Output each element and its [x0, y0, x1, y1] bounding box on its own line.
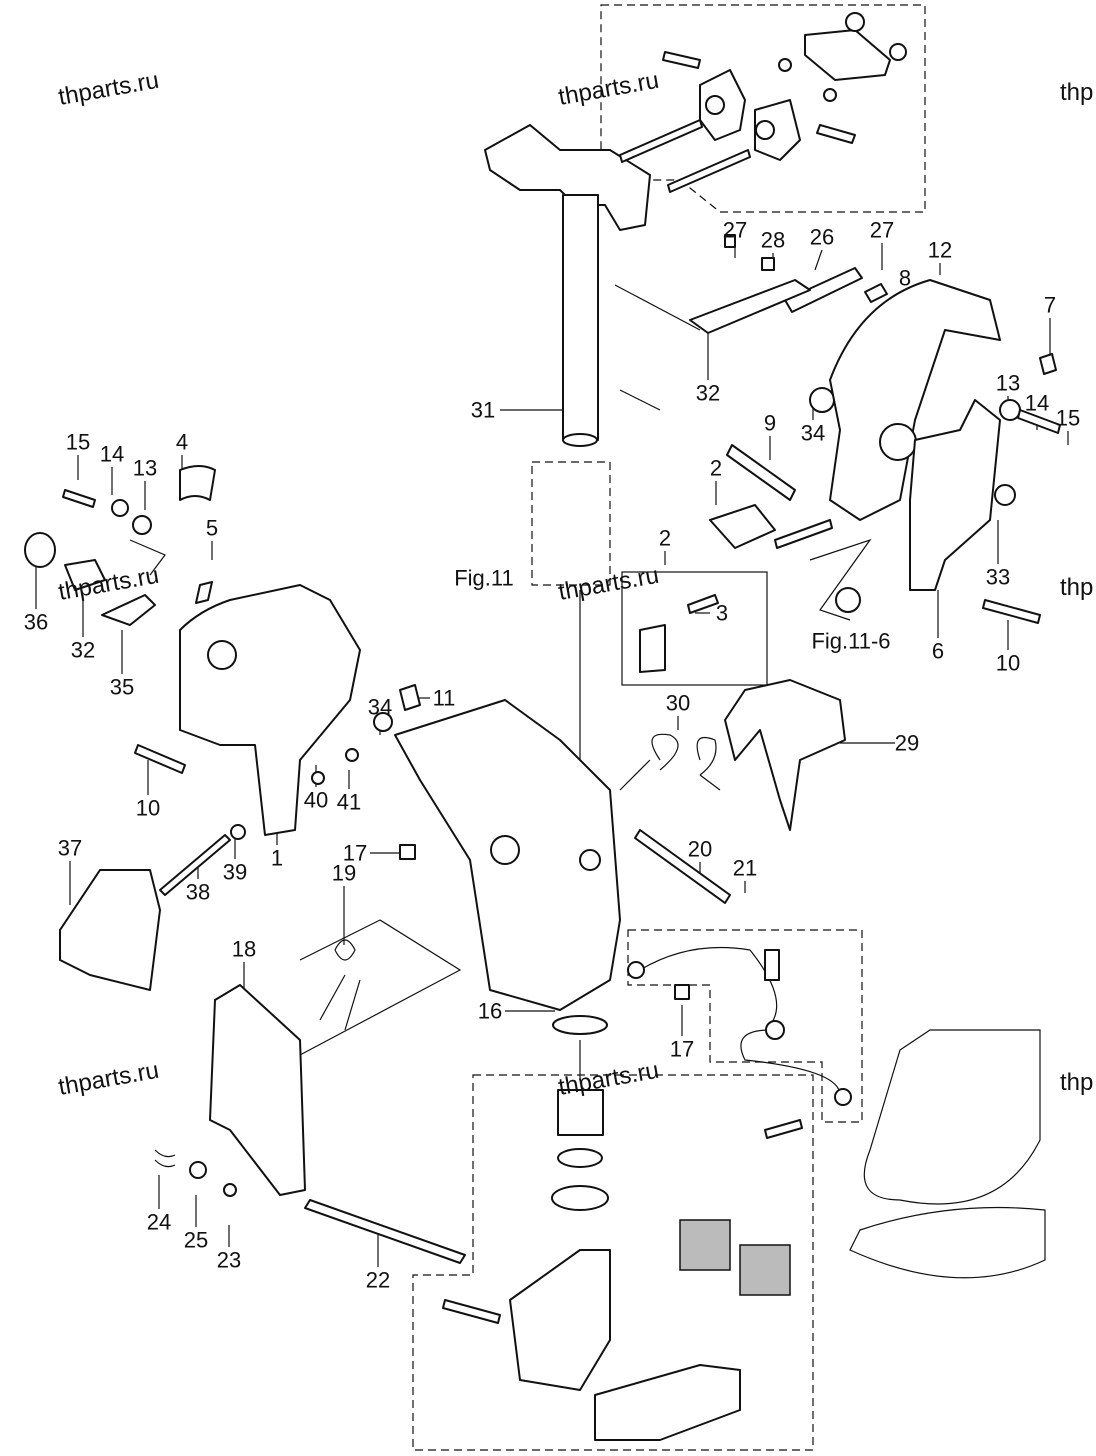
watermark: thp	[1060, 79, 1093, 106]
dashed-group-boxes	[412, 4, 926, 1451]
part-callout: 10	[136, 796, 160, 821]
part-callout: 13	[996, 371, 1020, 396]
part-callout: 18	[232, 937, 256, 962]
part-callout: 28	[761, 228, 785, 253]
part-callout: 2	[659, 526, 671, 551]
watermark: thparts.ru	[556, 1057, 661, 1101]
pin-9	[726, 444, 796, 501]
part-callout: 32	[71, 638, 95, 663]
fig11-group	[531, 461, 611, 586]
part-callout: 9	[764, 411, 776, 436]
swivel-shaft-31	[562, 194, 599, 441]
steering-bracket-group	[600, 4, 926, 213]
part-callout: 6	[932, 639, 944, 664]
part-callout: 3	[716, 601, 728, 626]
parts	[24, 12, 1061, 1441]
part-callout: 7	[1044, 293, 1056, 318]
watermark: thparts.ru	[56, 67, 161, 111]
part-callout: 4	[176, 430, 188, 455]
part-callout: 26	[810, 225, 834, 250]
part-callout: 23	[217, 1248, 241, 1273]
ground-cable	[639, 946, 841, 1096]
part-callout: 11	[433, 686, 456, 711]
part-callout: 15	[66, 430, 90, 455]
lower-unit-outline	[849, 1029, 1046, 1279]
part-callout: 16	[478, 999, 502, 1024]
rubber-mount-a	[679, 1219, 731, 1271]
bushing-4	[179, 465, 216, 501]
part-callout: 31	[471, 398, 495, 423]
part-callout: 37	[58, 836, 82, 861]
lower-mount-bracket	[509, 1249, 611, 1391]
part-callout: 2	[710, 456, 722, 481]
clamp-bracket-right	[829, 279, 1001, 521]
clip-29	[724, 679, 846, 831]
clamp-bracket-left	[179, 584, 361, 836]
part-2-3-group	[621, 571, 768, 686]
lower-mount-group	[412, 1074, 814, 1451]
watermark: thp	[1060, 1069, 1093, 1096]
part-callout: 13	[133, 456, 157, 481]
part-callout: 14	[1025, 391, 1049, 416]
part-callout: 15	[1056, 406, 1080, 431]
part-callout: 21	[733, 856, 757, 881]
part-callout: 8	[899, 266, 911, 291]
part-callout: 34	[368, 695, 392, 720]
watermark: thparts.ru	[56, 1057, 161, 1101]
part-callout: 34	[801, 421, 825, 446]
bushing-lower	[557, 1089, 604, 1136]
leader-lines	[35, 243, 1069, 1267]
part-callout: 41	[337, 790, 361, 815]
part-callout: 12	[928, 238, 952, 263]
part-callout: 40	[304, 788, 328, 813]
part-callout: 25	[184, 1228, 208, 1253]
tilt-tube-32	[689, 279, 811, 334]
ground-cable-group	[627, 929, 863, 1123]
part-callout: 20	[688, 837, 712, 862]
part-callout: 35	[110, 675, 134, 700]
part-callout: 27	[870, 218, 894, 243]
part-callout: 33	[986, 565, 1010, 590]
watermark: thparts.ru	[556, 67, 661, 111]
figure-ref-fig11: Fig.11	[454, 566, 514, 591]
part-callout: 32	[696, 381, 720, 406]
figure-ref-fig11-6: Fig.11-6	[811, 629, 890, 654]
shaft-22	[304, 1199, 466, 1264]
watermark: thp	[1060, 574, 1093, 601]
plate-2	[709, 504, 776, 549]
part-callouts: 27 28 26 27 12 8 7 13 14 15 32 34 31 9 2…	[24, 218, 1080, 1293]
rubber-mount-b	[739, 1244, 791, 1296]
part-callout: 39	[223, 860, 247, 885]
part-callout: 10	[996, 651, 1020, 676]
part-callout: 14	[100, 442, 124, 467]
cap-fig11-6	[835, 587, 861, 613]
part-callout: 17	[670, 1037, 694, 1062]
part-callout: 19	[332, 861, 356, 886]
knob-36	[24, 532, 56, 568]
tilt-lock-18	[209, 984, 306, 1196]
part-callout: 22	[366, 1268, 390, 1293]
part-callout: 38	[186, 880, 210, 905]
watermark: thparts.ru	[556, 562, 661, 606]
part-callout: 29	[895, 731, 919, 756]
bracket-6	[909, 399, 1001, 591]
part-callout: 5	[206, 516, 218, 541]
spring-30	[619, 733, 721, 791]
part-callout: 1	[271, 846, 283, 871]
steering-bracket	[484, 124, 651, 231]
cover-plate	[594, 1364, 741, 1441]
link-26	[784, 267, 863, 313]
pin-20	[634, 829, 731, 904]
part-callout: 24	[147, 1210, 171, 1235]
part-callout: 30	[666, 691, 690, 716]
part-callout: 27	[723, 218, 747, 243]
handle-37	[59, 869, 161, 991]
part-callout: 36	[24, 610, 48, 635]
part-callout: 17	[343, 841, 367, 866]
